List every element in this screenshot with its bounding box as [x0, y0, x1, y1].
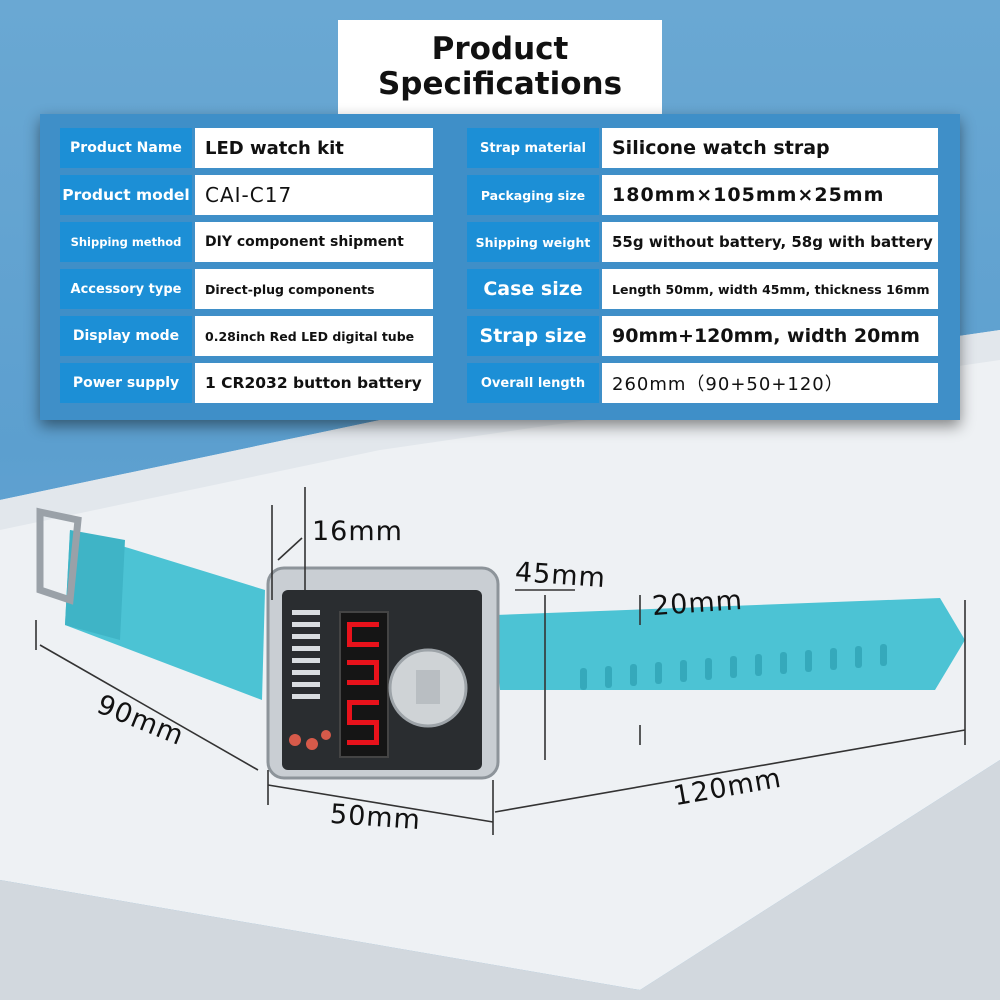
spec-label: Shipping weight [467, 222, 599, 262]
spec-value: CAI-C17 [195, 175, 433, 215]
dim-strap-width: 20mm [651, 584, 744, 623]
dimension-lines [35, 487, 966, 835]
spec-label: Strap size [467, 316, 599, 356]
spec-value: 0.28inch Red LED digital tube [195, 316, 433, 356]
spec-row-product-model: Product model CAI-C17 Packaging size 180… [40, 175, 960, 215]
spec-value: Length 50mm, width 45mm, thickness 16mm [602, 269, 938, 309]
spec-label: Strap material [467, 128, 599, 168]
spec-value: 55g without battery, 58g with battery [602, 222, 938, 262]
spec-label: Power supply [60, 363, 192, 403]
spec-label: Accessory type [60, 269, 192, 309]
spec-value: 1 CR2032 button battery [195, 363, 433, 403]
spec-label: Product Name [60, 128, 192, 168]
spec-label: Case size [467, 269, 599, 309]
spec-label: Overall length [467, 363, 599, 403]
spec-label: Display mode [60, 316, 192, 356]
title-line-1: Product [431, 31, 569, 67]
dim-thickness: 16mm [312, 516, 403, 547]
spec-value: 260mm（90+50+120） [602, 363, 938, 403]
spec-table: Product Name LED watch kit Strap materia… [40, 114, 960, 420]
spec-label: Shipping method [60, 222, 192, 262]
platform-front [0, 760, 1000, 1000]
spec-label: Product model [60, 175, 192, 215]
spec-value: DIY component shipment [195, 222, 433, 262]
spec-value: 180mm×105mm×25mm [602, 175, 938, 215]
spec-row-display-mode: Display mode 0.28inch Red LED digital tu… [40, 316, 960, 356]
spec-value: 90mm+120mm, width 20mm [602, 316, 938, 356]
spec-label: Packaging size [467, 175, 599, 215]
spec-row-power-supply: Power supply 1 CR2032 button battery Ove… [40, 363, 960, 403]
title-line-2: Specifications [377, 66, 623, 102]
right-strap [495, 598, 965, 690]
spec-row-accessory-type: Accessory type Direct-plug components Ca… [40, 269, 960, 309]
spec-row-shipping-method: Shipping method DIY component shipment S… [40, 222, 960, 262]
buckle-icon [36, 507, 82, 605]
spec-row-product-name: Product Name LED watch kit Strap materia… [40, 128, 960, 168]
spec-value: Silicone watch strap [602, 128, 938, 168]
strap-holes [580, 644, 887, 690]
dim-case-length: 50mm [329, 798, 422, 837]
spec-value: LED watch kit [195, 128, 433, 168]
title-box: Product Specifications [338, 20, 662, 114]
dim-width: 45mm [514, 556, 607, 595]
spec-value: Direct-plug components [195, 269, 433, 309]
